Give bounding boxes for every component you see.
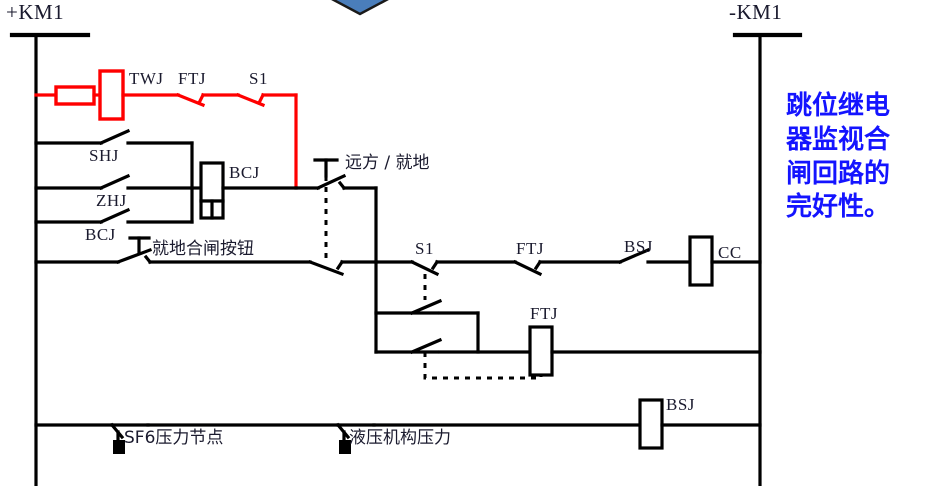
- ftj-main-contact-label: FTJ: [516, 239, 544, 258]
- hydraulic-pressure-label: 液压机构压力: [349, 428, 451, 448]
- ftj-monitor-contact-label: FTJ: [178, 69, 206, 88]
- cc-coil-label: CC: [718, 243, 742, 262]
- bcj-coil-label: BCJ: [229, 163, 260, 182]
- annotation-text: 跳位继电 器监视合 闸回路的 完好性。: [786, 91, 891, 223]
- bsj-coil-symbol: [638, 398, 664, 450]
- down-arrow-icon: [331, 0, 389, 16]
- remote-local-selector: [313, 158, 378, 264]
- sf6-pressure-label: SF6压力节点: [124, 428, 224, 448]
- left-rail-label: +KM1: [6, 0, 65, 24]
- right-rail-label: -KM1: [729, 0, 783, 24]
- ftj-coil-symbol: [528, 325, 554, 377]
- parallel-contacts-group: [34, 128, 320, 225]
- pressure-rung: [34, 398, 762, 454]
- hydraulic-pressure-symbol: [339, 440, 351, 454]
- bsj-main-contact-label: BSJ: [624, 237, 653, 256]
- bsj-coil-label: BSJ: [666, 395, 695, 414]
- twj-coil-symbol: [98, 69, 125, 121]
- ftj-coil-label: FTJ: [530, 304, 558, 323]
- zhj-contact-label: ZHJ: [96, 191, 127, 210]
- s1-monitor-contact-label: S1: [249, 69, 268, 88]
- ftj-mechanical-link: [423, 352, 543, 380]
- twj-coil-label: TWJ: [129, 69, 164, 88]
- bcj-contact-label: BCJ: [85, 225, 116, 244]
- shj-contact-label: SHJ: [89, 146, 119, 165]
- twj-monitor-circuit: [34, 69, 298, 188]
- remote-local-label: 远方 / 就地: [345, 153, 430, 173]
- main-closing-rung: [34, 235, 762, 300]
- sf6-pressure-symbol: [113, 440, 125, 454]
- local-close-button-label: 就地合闸按钮: [152, 239, 254, 259]
- s1-main-contact-label: S1: [415, 239, 434, 258]
- cc-coil-symbol: [688, 235, 714, 287]
- ftj-branch: [374, 260, 762, 380]
- bcj-coil-symbol: [199, 161, 225, 203]
- resistor-symbol: [54, 85, 96, 106]
